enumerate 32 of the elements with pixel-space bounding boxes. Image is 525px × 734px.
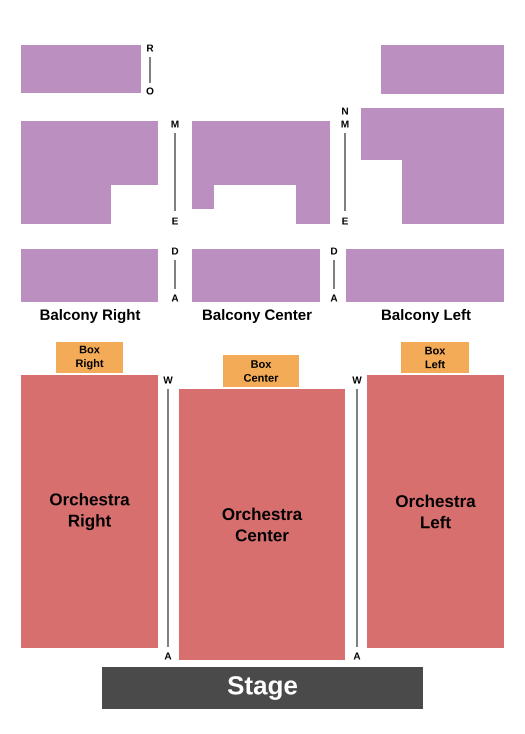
row-letter: N: [342, 108, 348, 114]
seating-section: [21, 121, 158, 224]
row-letter: A: [354, 652, 360, 660]
row-letter: D: [331, 248, 338, 254]
row-letter: M: [172, 120, 178, 128]
seating-section: Orchestra Right: [21, 375, 158, 648]
row-letter: O: [146, 87, 154, 95]
row-letter: W: [163, 376, 173, 384]
row-letter: E: [172, 218, 178, 224]
row-letter: A: [330, 294, 338, 302]
seating-section: Orchestra Left: [367, 375, 504, 648]
seating-section: Box Right: [56, 342, 123, 373]
seating-section: [192, 249, 320, 302]
seating-section: Box Center: [223, 355, 299, 387]
row-letter: A: [164, 652, 172, 660]
seating-section: [361, 108, 504, 224]
row-letter: M: [342, 120, 348, 128]
section-label: Balcony Left: [382, 309, 471, 323]
seating-section: [381, 45, 504, 94]
seating-section: [192, 121, 330, 224]
section-label: Balcony Right: [40, 308, 140, 324]
seating-section: Box Left: [401, 342, 469, 373]
seating-section: [21, 249, 158, 302]
section-label: Balcony Center: [202, 309, 312, 323]
seating-section: Orchestra Center: [179, 389, 345, 660]
seating-section: [346, 249, 504, 302]
seating-section: Stage: [102, 667, 423, 709]
row-letter: A: [172, 294, 178, 302]
seating-section: [21, 45, 141, 93]
row-letter: D: [172, 248, 178, 254]
row-letter: W: [352, 376, 362, 384]
row-letter: E: [342, 218, 348, 224]
